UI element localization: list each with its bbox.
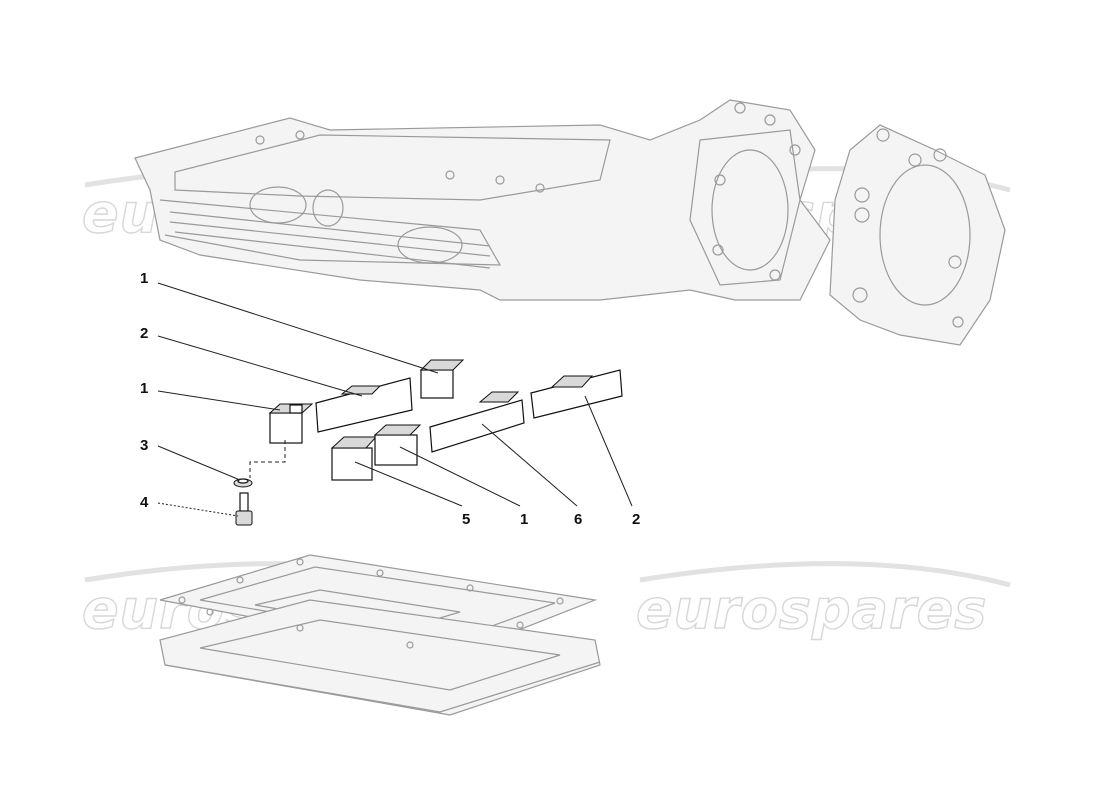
baffle-plate-part-2-right <box>530 369 623 419</box>
callout-label: 6 <box>574 511 582 528</box>
callout-label: 2 <box>140 325 148 342</box>
assembly-dash-line <box>249 440 286 478</box>
baffle-plate-part-6 <box>429 391 525 453</box>
oil-sump-and-gasket <box>159 554 601 716</box>
bolt-part-4 <box>235 492 253 526</box>
watermark-swoosh <box>639 561 1011 588</box>
washer-part-3 <box>233 478 253 488</box>
baffle-parts <box>233 359 623 526</box>
gearbox-casing <box>134 99 831 301</box>
bracket-part-5 <box>330 436 378 481</box>
callout-label: 3 <box>140 437 148 454</box>
callout-label: 1 <box>520 511 528 528</box>
callout-label: 2 <box>632 511 640 528</box>
baffle-plate-part-2 <box>315 377 413 433</box>
callout-label: 1 <box>140 270 148 287</box>
callout-label: 1 <box>140 380 148 397</box>
leader-lines <box>157 282 633 517</box>
callout-labels: 1 2 1 3 4 5 1 6 2 <box>140 270 640 528</box>
callout-label: 4 <box>140 494 149 511</box>
callout-label: 5 <box>462 511 470 528</box>
watermark-text: eurospares <box>636 578 987 641</box>
bracket-part-1-upper <box>419 359 465 399</box>
bracket-part-1 <box>268 403 314 444</box>
rear-cover <box>829 124 1006 346</box>
bracket-part-1-middle <box>373 424 422 466</box>
